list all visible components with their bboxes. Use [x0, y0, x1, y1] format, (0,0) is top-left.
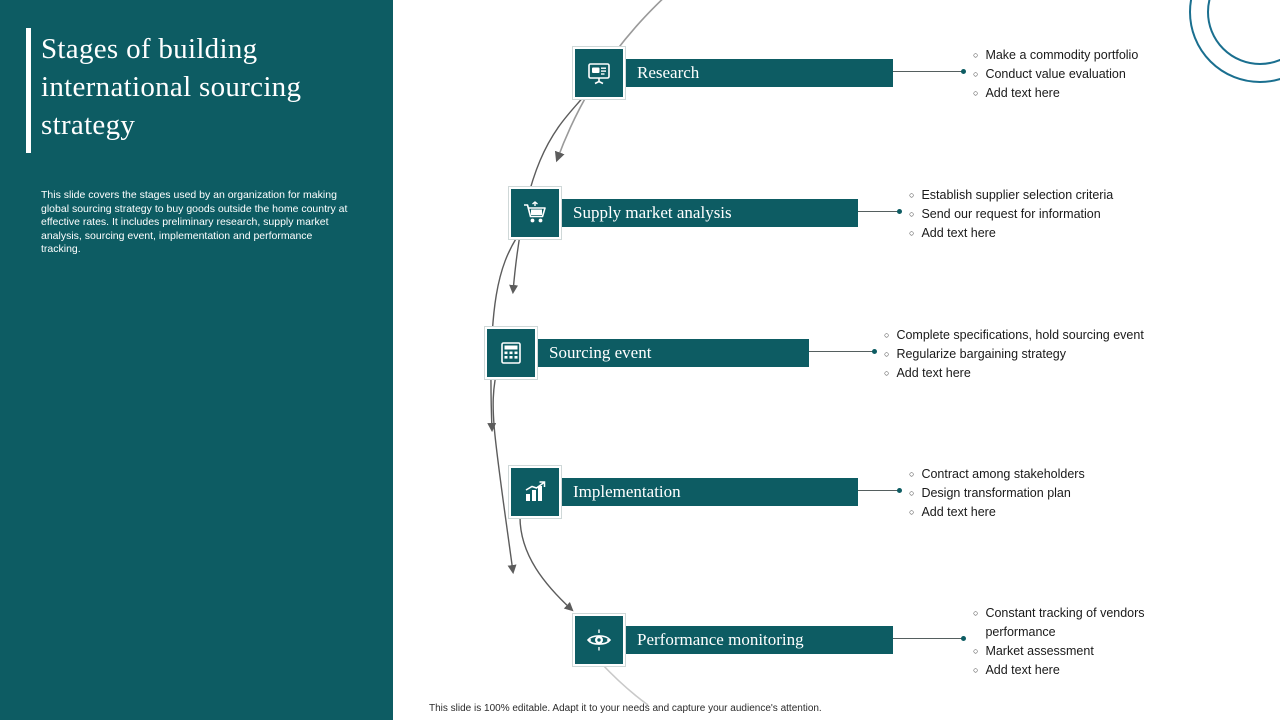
page-title: Stages of building international sourcin… — [41, 33, 302, 141]
connector-dot-research — [961, 69, 966, 74]
title-accent-bar — [26, 28, 31, 153]
list-item: ○ Add text here — [884, 364, 1144, 383]
bullet-marker: ○ — [909, 209, 915, 219]
bullet-marker: ○ — [973, 88, 979, 98]
bullet-marker: ○ — [884, 330, 890, 340]
bullet-label: Send our request for information — [921, 207, 1101, 221]
list-item: ○ Establish supplier selection criteria — [909, 186, 1113, 205]
bullet-marker: ○ — [973, 665, 979, 675]
bullet-label: Regularize bargaining strategy — [896, 347, 1066, 361]
connector-dot-performance-monitoring — [961, 636, 966, 641]
bullet-marker: ○ — [909, 507, 915, 517]
stage-performance-monitoring[interactable]: Performance monitoring — [573, 614, 893, 666]
connector-dot-supply-market-analysis — [897, 209, 902, 214]
bullet-marker: ○ — [973, 608, 979, 618]
connector-performance-monitoring — [872, 638, 964, 639]
bullets-supply-market-analysis: ○ Establish supplier selection criteria … — [909, 186, 1113, 243]
list-item: ○ Conduct value evaluation — [973, 65, 1138, 84]
bullets-research: ○ Make a commodity portfolio ○ Conduct v… — [973, 46, 1138, 103]
bullet-marker: ○ — [973, 69, 979, 79]
shopping-cart-icon — [509, 187, 561, 239]
bullet-marker: ○ — [973, 646, 979, 656]
list-item: ○ Constant tracking of vendors performan… — [973, 604, 1180, 642]
bullet-label: Add text here — [985, 663, 1060, 677]
stage-label-sourcing-event: Sourcing event — [523, 339, 809, 367]
list-item: ○ Contract among stakeholders — [909, 465, 1085, 484]
bullet-label: Conduct value evaluation — [985, 67, 1126, 81]
stage-implementation[interactable]: Implementation — [509, 466, 858, 518]
bullet-label: Complete specifications, hold sourcing e… — [896, 328, 1144, 342]
list-item: ○ Regularize bargaining strategy — [884, 345, 1144, 364]
bullet-label: Add text here — [985, 86, 1060, 100]
stage-label-implementation: Implementation — [547, 478, 858, 506]
list-item: ○ Send our request for information — [909, 205, 1113, 224]
bullet-label: Contract among stakeholders — [921, 467, 1085, 481]
left-panel: Stages of building international sourcin… — [0, 0, 393, 720]
presentation-board-icon — [573, 47, 625, 99]
bullets-sourcing-event: ○ Complete specifications, hold sourcing… — [884, 326, 1144, 383]
decorative-rings-icon — [1189, 0, 1280, 83]
list-item: ○ Make a commodity portfolio — [973, 46, 1138, 65]
list-item: ○ Add text here — [909, 224, 1113, 243]
connector-research — [872, 71, 964, 72]
list-item: ○ Add text here — [973, 661, 1180, 680]
bullet-label: Make a commodity portfolio — [985, 48, 1139, 62]
bullet-marker: ○ — [909, 228, 915, 238]
bullet-label: Add text here — [921, 226, 996, 240]
bullet-marker: ○ — [909, 469, 915, 479]
growth-chart-icon — [509, 466, 561, 518]
list-item: ○ Market assessment — [973, 642, 1180, 661]
stage-supply-market-analysis[interactable]: Supply market analysis — [509, 187, 858, 239]
bullet-label: Design transformation plan — [921, 486, 1071, 500]
footer-note: This slide is 100% editable. Adapt it to… — [429, 703, 822, 714]
stage-label-performance-monitoring: Performance monitoring — [611, 626, 893, 654]
connector-dot-sourcing-event — [872, 349, 877, 354]
bullet-label: Constant tracking of vendors performance — [985, 606, 1145, 639]
stage-sourcing-event[interactable]: Sourcing event — [485, 327, 809, 379]
bullet-label: Establish supplier selection criteria — [921, 188, 1114, 202]
stage-label-research: Research — [611, 59, 893, 87]
bullet-label: Add text here — [896, 366, 971, 380]
list-item: ○ Add text here — [973, 84, 1138, 103]
connector-sourcing-event — [783, 351, 875, 352]
bullet-marker: ○ — [884, 368, 890, 378]
stage-label-supply-market-analysis: Supply market analysis — [547, 199, 858, 227]
bullet-label: Add text here — [921, 505, 996, 519]
bullet-marker: ○ — [973, 50, 979, 60]
bullets-performance-monitoring: ○ Constant tracking of vendors performan… — [973, 604, 1180, 680]
list-item: ○ Complete specifications, hold sourcing… — [884, 326, 1144, 345]
bullet-marker: ○ — [909, 190, 915, 200]
calculator-icon — [485, 327, 537, 379]
bullets-implementation: ○ Contract among stakeholders ○ Design t… — [909, 465, 1085, 522]
stage-research[interactable]: Research — [573, 47, 893, 99]
list-item: ○ Design transformation plan — [909, 484, 1085, 503]
connector-dot-implementation — [897, 488, 902, 493]
bullet-marker: ○ — [884, 349, 890, 359]
eye-target-icon — [573, 614, 625, 666]
list-item: ○ Add text here — [909, 503, 1085, 522]
slide-description: This slide covers the stages used by an … — [41, 189, 348, 255]
bullet-label: Market assessment — [985, 644, 1094, 658]
bullet-marker: ○ — [909, 488, 915, 498]
